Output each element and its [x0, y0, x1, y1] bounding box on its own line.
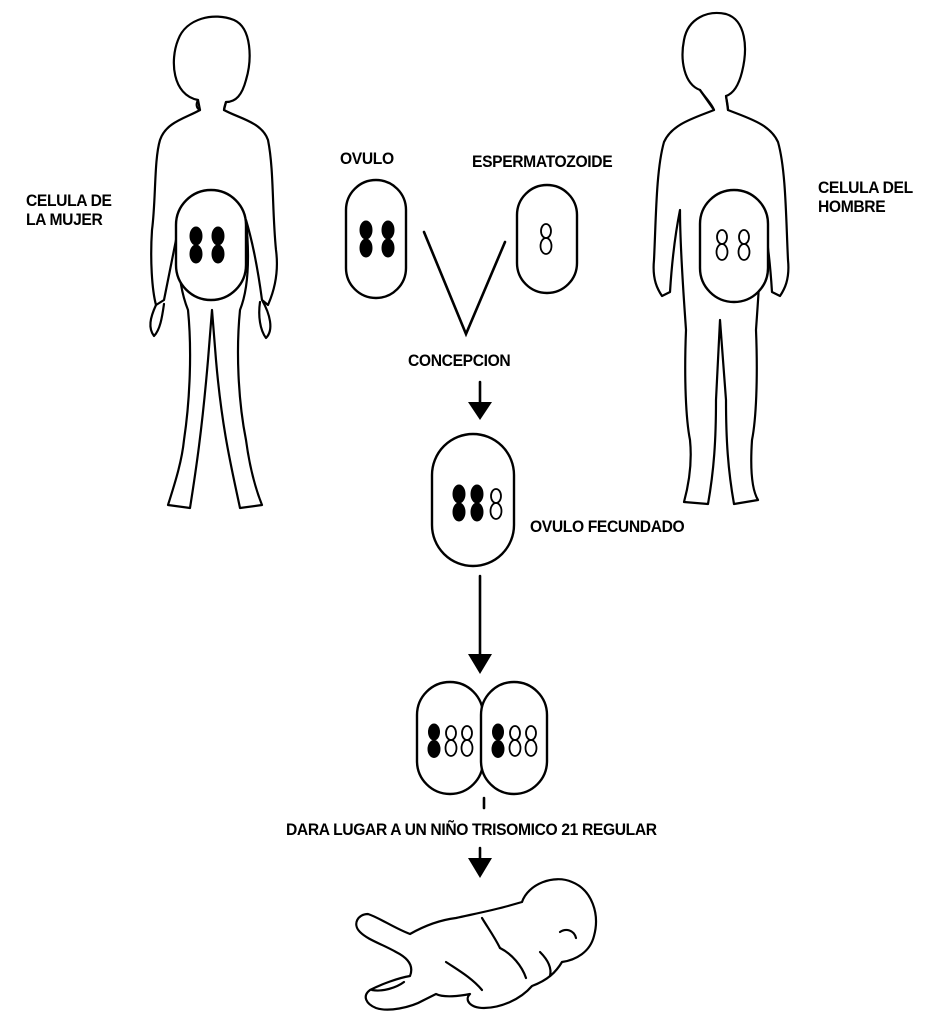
- arrow-to-fertilized: [468, 382, 492, 420]
- division-right-cell: [481, 682, 547, 794]
- sperm-label: ESPERMATOZOIDE: [472, 152, 612, 171]
- result-label: DARA LUGAR A UN NIÑO TRISOMICO 21 REGULA…: [286, 820, 657, 839]
- woman-cell: [176, 190, 246, 300]
- division-left-cell: [417, 682, 483, 794]
- arrow-to-division: [468, 576, 492, 674]
- fertilized-ovum-label: OVULO FECUNDADO: [530, 517, 684, 536]
- man-cell: [700, 190, 768, 302]
- man-cell-label-line-2: HOMBRE: [818, 197, 913, 216]
- arrow-to-baby: [468, 848, 492, 878]
- man-cell-label: CELULA DEL HOMBRE: [818, 178, 913, 216]
- man-cell-label-line-1: CELULA DEL: [818, 178, 913, 197]
- ovum-cell: [346, 180, 406, 298]
- conception-label: CONCEPCION: [408, 351, 510, 370]
- woman-cell-label: CELULA DE LA MUJER: [26, 191, 112, 229]
- conception-v-lines: [424, 232, 505, 334]
- woman-cell-label-line-2: LA MUJER: [26, 210, 112, 229]
- ovum-label: OVULO: [340, 149, 394, 168]
- baby-illustration: [356, 879, 596, 1009]
- woman-cell-label-line-1: CELULA DE: [26, 191, 112, 210]
